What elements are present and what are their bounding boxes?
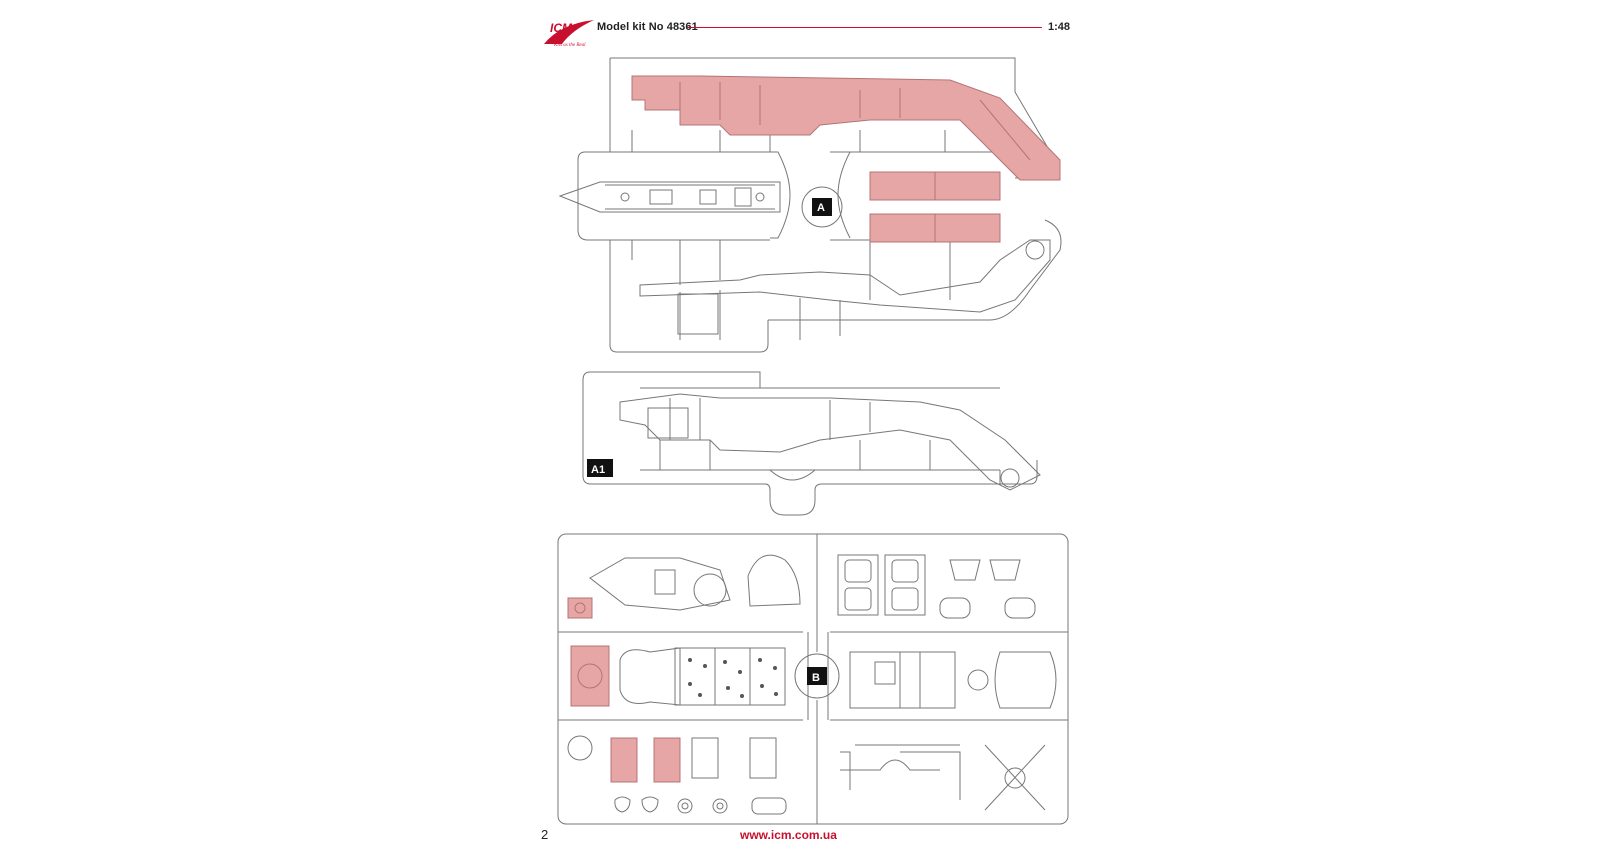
sprue-b-badge bbox=[807, 667, 827, 685]
website-link[interactable]: www.icm.com.ua bbox=[740, 828, 837, 842]
sprue-a1-label: A1 bbox=[591, 464, 605, 476]
scale-label: 1:48 bbox=[1048, 21, 1071, 33]
sprue-a-badge bbox=[812, 198, 832, 216]
sprue-a bbox=[558, 57, 1062, 353]
icm-logo: ICM Kits as the Real bbox=[544, 20, 594, 48]
kit-title: Model kit No 48361 bbox=[597, 21, 698, 33]
sprue-a-label: A bbox=[817, 202, 825, 214]
logo-text: ICM bbox=[550, 21, 573, 35]
page-number: 2 bbox=[541, 827, 549, 842]
sprue-b bbox=[557, 533, 1069, 825]
header-rule bbox=[687, 27, 1042, 28]
sprue-a1-badge bbox=[587, 459, 613, 477]
sprue-a1 bbox=[582, 371, 1041, 516]
logo-tagline: Kits as the Real bbox=[553, 43, 586, 48]
sprue-b-label: B bbox=[812, 672, 820, 684]
page-header: ICM Kits as the Real Model kit No 48361 … bbox=[540, 14, 1075, 50]
